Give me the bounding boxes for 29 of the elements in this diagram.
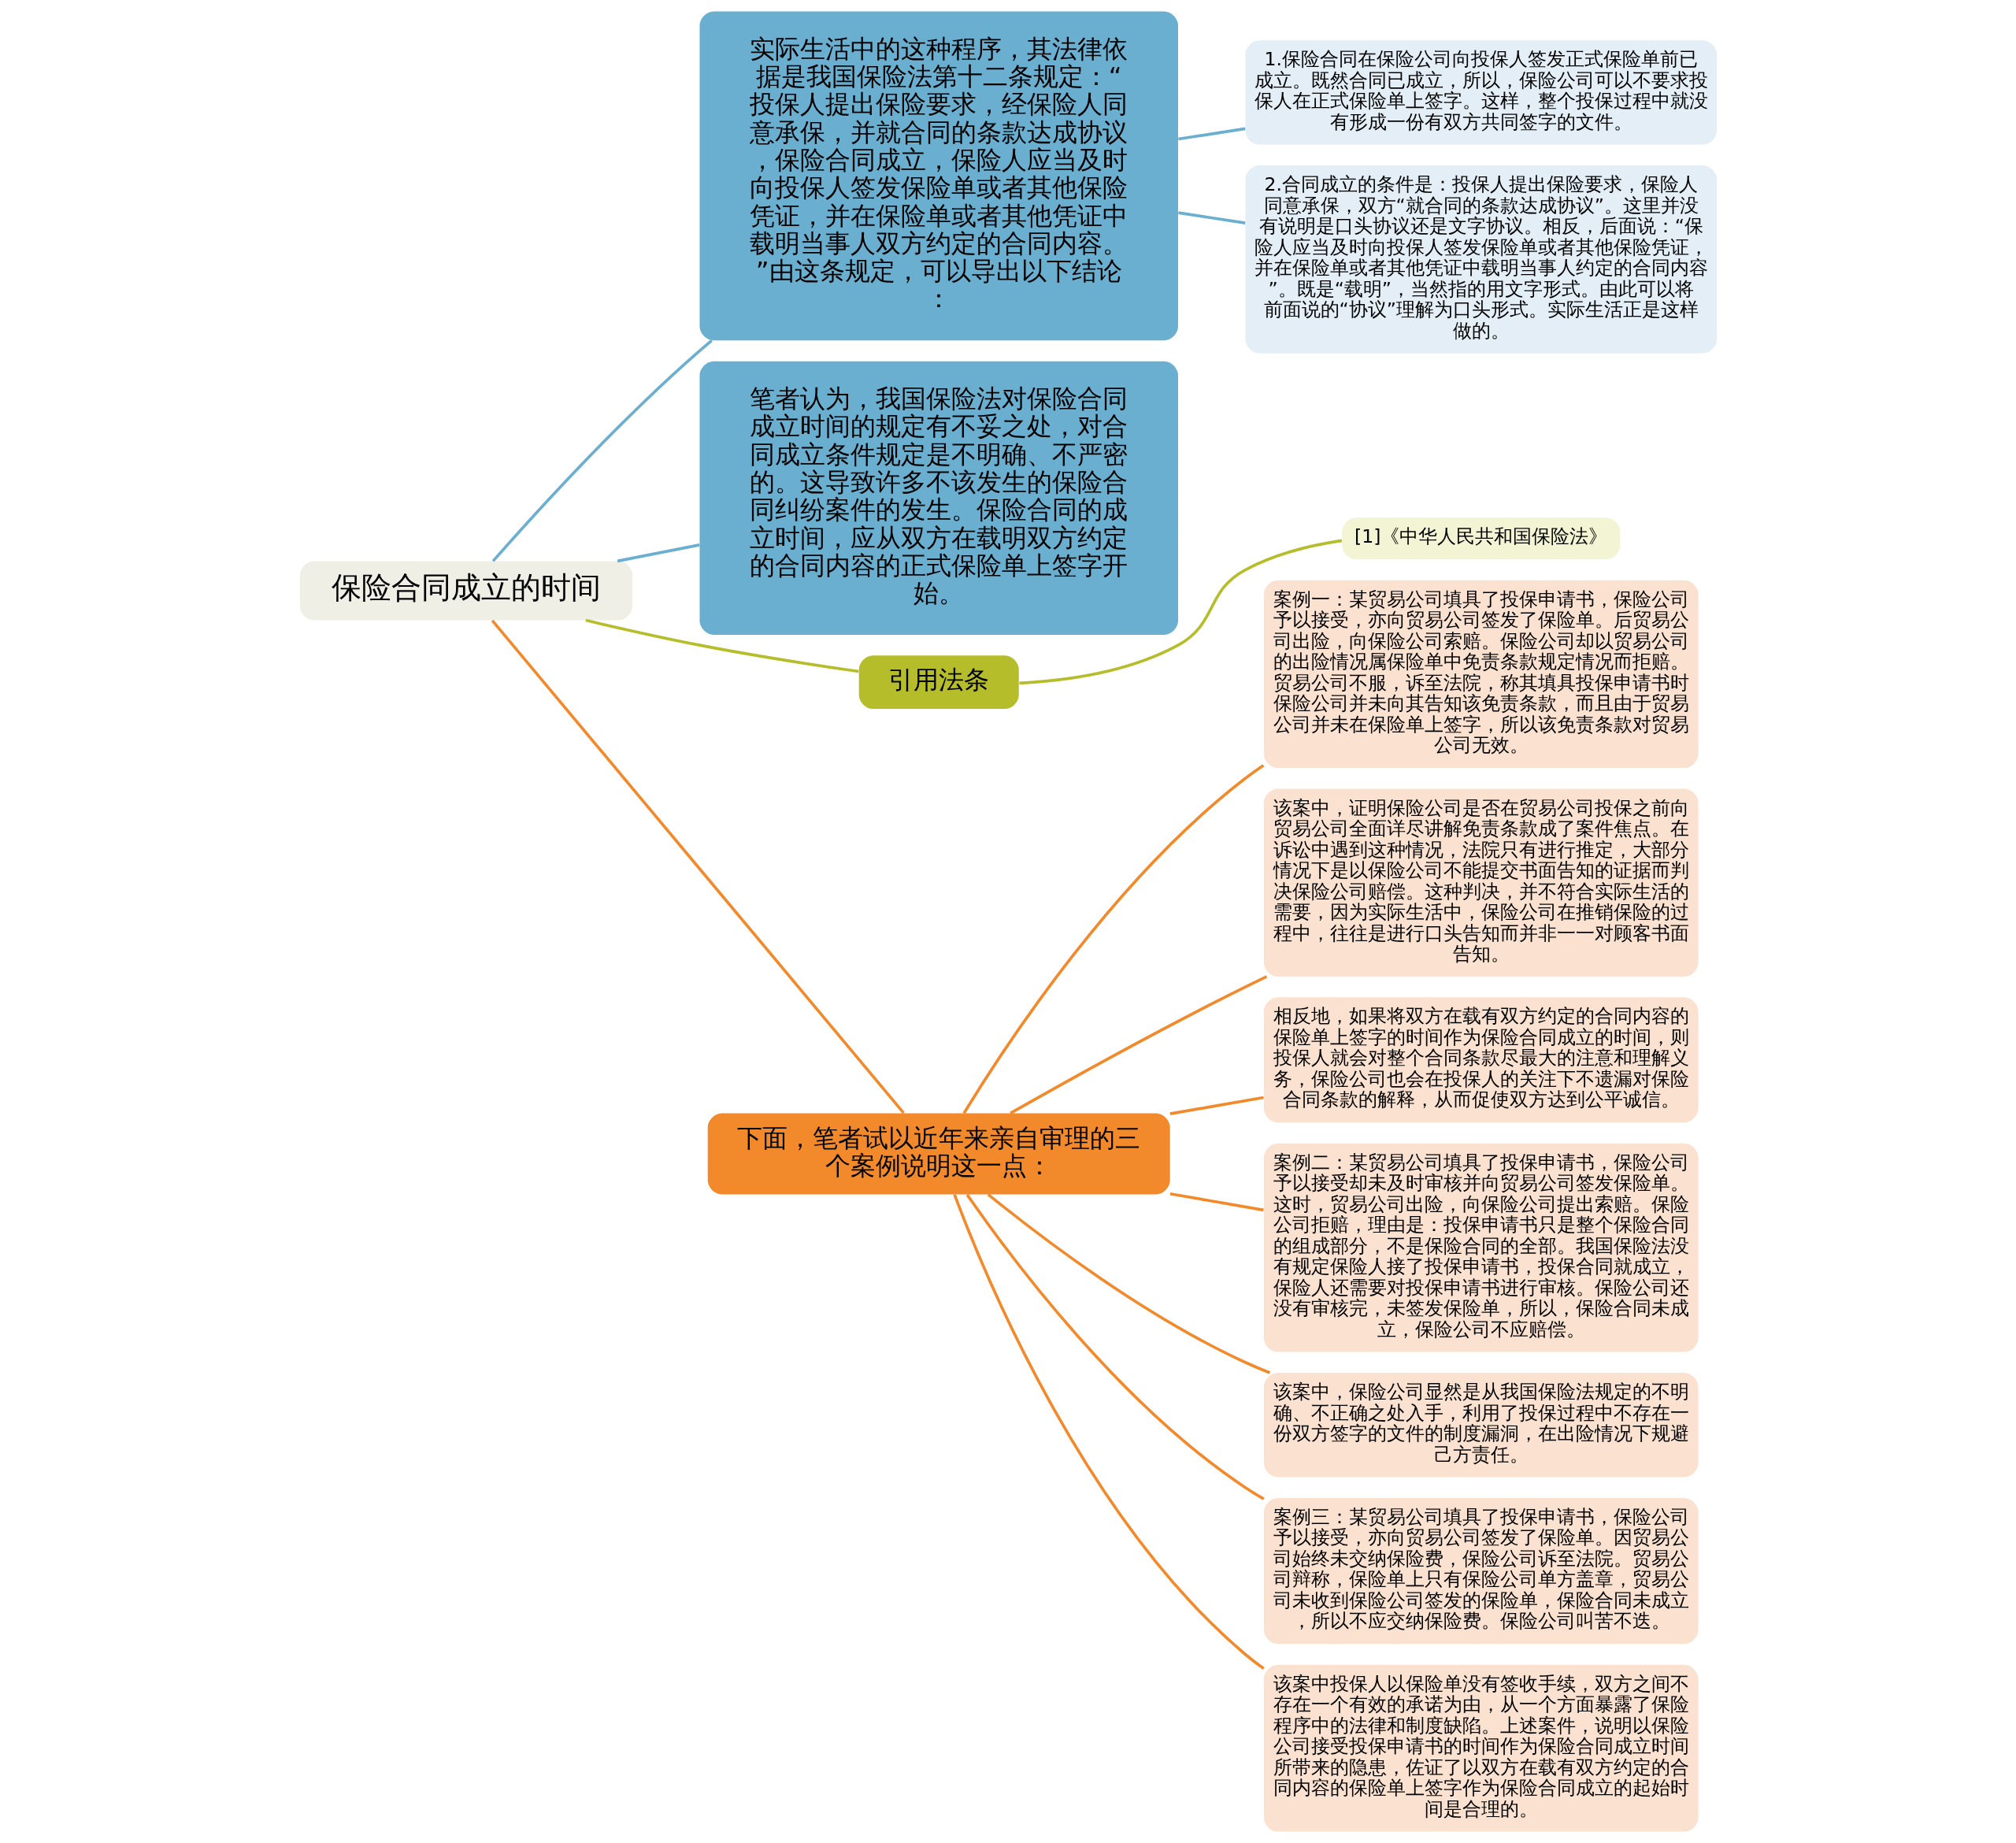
node-box: 该案中投保人以保险单没有签收手续，双方之间不存在一个有效的承诺为由，从一个方面暴露了保险程序中的法律和制度缺陷。上述案件，说明以保险公司接受投保申请书的时间作为保险合同成立时间所带来的隐患，佐证了以双方在载有双方约定的合同内容的保险单上签字作为保险合同成立的起始时间是合理的。 bbox=[1263, 1664, 1699, 1832]
node-box: 案例三：某贸易公司填具了投保申请书，保险公司予以接受，亦向贸易公司签发了保险单。因贸易公司始终未交纳保险费，保险公司诉至法院。贸易公司辩称，保险单上只有保险公司单方盖章，贸易公司未收到保险公司签发的保险单，保险合同未成立，所以不应交纳保险费。保险公司叫苦不迭。 bbox=[1263, 1497, 1699, 1645]
connector bbox=[952, 1194, 1265, 1670]
node-box: 2.合同成立的条件是：投保人提出保险要求，保险人同意承保，双方“就合同的条款达成协议”。这里并没有说明是口头协议还是文字协议。相反，后面说：“保险人应当及时向投保人签发保险单或者其他保险凭证，并在保险单或者其他凭证中载明当事人约定的合同内容”。既是“载明”，当然指的用文字形式。由此可以将前面说的“协议”理解为口头形式。实际生活正是这样做的。 bbox=[1244, 165, 1717, 354]
connector bbox=[1177, 127, 1245, 141]
connector bbox=[491, 619, 905, 1114]
node-box: 案例二：某贸易公司填具了投保申请书，保险公司予以接受却未及时审核并向贸易公司签发保险单。这时，贸易公司出险，向保险公司提出索赔。保险公司拒赔，理由是：投保申请书只是整个保险合同的组成部分，不是保险合同的全部。我国保险法没有规定保险人接了投保申请书，投保合同就成立，保险人还需要对投保申请书进行审核。保险公司还没有审核完，未签发保险单，所以，保险合同未成立，保险公司不应赔偿。 bbox=[1263, 1143, 1699, 1352]
connector bbox=[584, 618, 859, 673]
node-box: 1.保险合同在保险公司向投保人签发正式保险单前已成立。既然合同已成立，所以，保险公司可以不要求投保人在正式保险单上签字。这样，整个投保过程中就没有形成一份有双方共同签字的文件。 bbox=[1244, 40, 1717, 145]
node-box: 笔者认为，我国保险法对保险合同成立时间的规定有不妥之处，对合同成立条件规定是不明确、不严密的。这导致许多不该发生的保险合同纠纷案件的发生。保险合同的成立时间，应从双方在载明双方约定的合同内容的正式保险单上签字开始。 bbox=[699, 361, 1178, 635]
node-box: 下面，笔者试以近年来亲自审理的三个案例说明这一点： bbox=[707, 1113, 1170, 1195]
connector bbox=[617, 543, 700, 563]
node-box: 相反地，如果将双方在载有双方约定的合同内容的保险单上签字的时间作为保险合同成立的时间，则投保人就会对整个合同条款尽最大的注意和理解义务，保险公司也会在投保人的关注下不遗漏对保险合同条款的解释，从而促使双方达到公平诚信。 bbox=[1263, 997, 1699, 1123]
node-box: [1]《中华人民共和国保险法》 bbox=[1341, 517, 1620, 560]
connector bbox=[987, 1193, 1270, 1374]
node-box: 案例一：某贸易公司填具了投保申请书，保险公司予以接受，亦向贸易公司签发了保险单。后贸易公司出险，向保险公司索赔。保险公司却以贸易公司的出险情况属保险单中免责条款规定情况而拒赔。贸易公司不服，诉至法院，称其填具投保申请书时保险公司并未向其告知该免责条款，而且由于贸易公司并未在保险单上签字，所以该免责条款对贸易公司无效。 bbox=[1263, 580, 1699, 769]
connector bbox=[1169, 1192, 1264, 1212]
connector bbox=[491, 339, 713, 562]
connector bbox=[965, 1193, 1265, 1500]
node-box: 该案中，证明保险公司是否在贸易公司投保之前向贸易公司全面详尽讲解免责条款成了案件焦点。在诉讼中遇到这种情况，法院只有进行推定，大部分情况下是以保险公司不能提交书面告知的证据而判决保险公司赔偿。这种判决，并不符合实际生活的需要，因为实际生活中，保险公司在推销保险的过程中，往往是进行口头告知而并非一一对顾客书面告知。 bbox=[1263, 788, 1699, 977]
node-box: 实际生活中的这种程序，其法律依据是我国保险法第十二条规定：“投保人提出保险要求，经保险人同意承保，并就合同的条款达成协议，保险合同成立，保险人应当及时向投保人签发保险单或者其他保险凭证，并在保险单或者其他凭证中载明当事人双方约定的合同内容。”由这条规定，可以导出以下结论： bbox=[699, 11, 1178, 341]
connector bbox=[1169, 1096, 1264, 1115]
node-box: 引用法条 bbox=[858, 655, 1019, 710]
node-box: 保险合同成立的时间 bbox=[299, 561, 632, 621]
connector bbox=[1009, 975, 1267, 1114]
connector bbox=[1177, 211, 1245, 224]
node-box: 该案中，保险公司显然是从我国保险法规定的不明确、不正确之处入手，利用了投保过程中不存在一份双方签字的文件的制度漏洞，在出险情况下规避己方责任。 bbox=[1263, 1373, 1699, 1478]
connector bbox=[1018, 539, 1342, 685]
connector bbox=[962, 764, 1264, 1114]
